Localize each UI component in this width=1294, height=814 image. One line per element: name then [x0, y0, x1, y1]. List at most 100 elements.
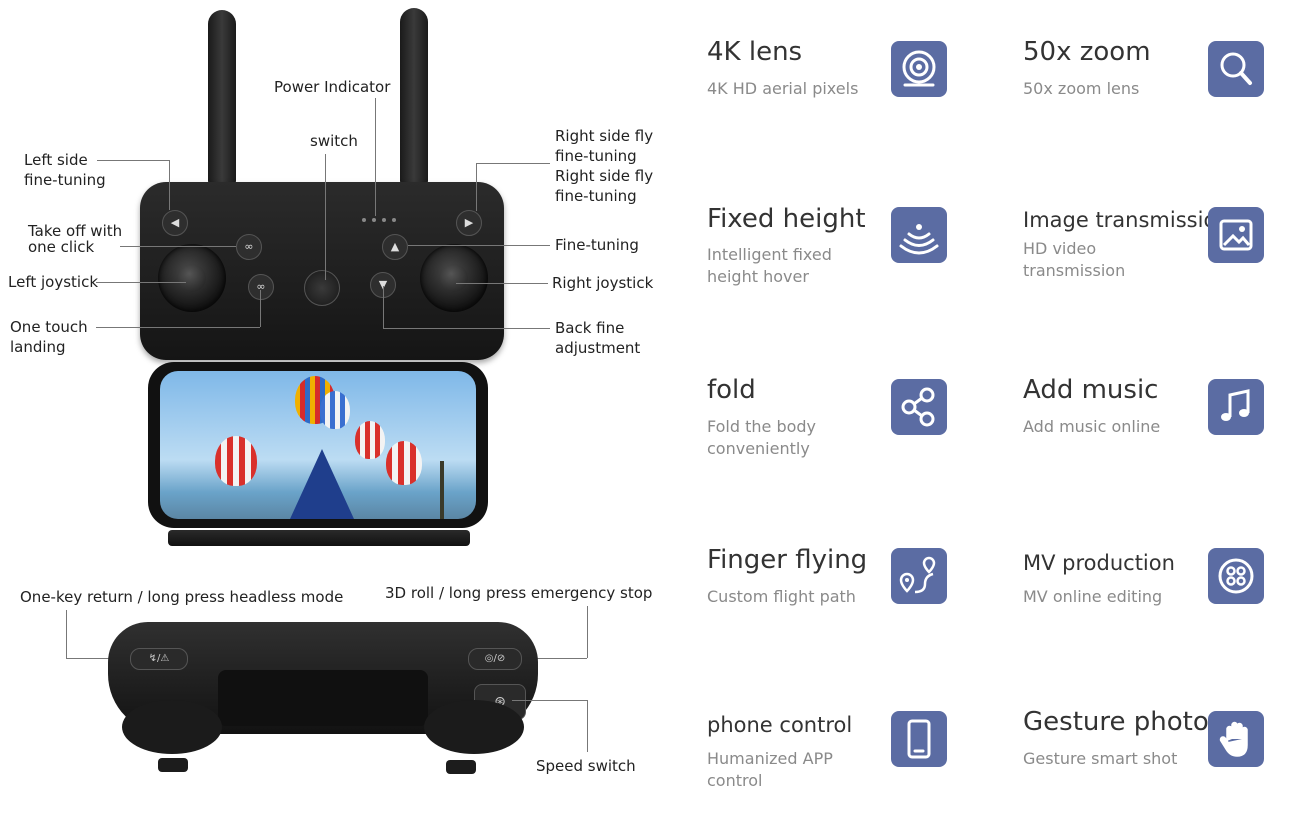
right-grip: [424, 700, 524, 754]
callout-3d-roll: 3D roll / long press emergency stop: [385, 584, 653, 602]
feature-title: fold: [707, 375, 756, 405]
hand-icon: [1208, 711, 1264, 767]
leader-line: [325, 154, 326, 280]
callout-fine-tuning: Fine-tuning: [555, 236, 639, 254]
share-icon: [891, 379, 947, 435]
callout-switch: switch: [310, 132, 358, 150]
feature-desc: Intelligent fixed height hover: [707, 245, 832, 286]
leader-line: [169, 160, 170, 210]
callout-right-side-fly-2: Right side fly: [555, 167, 654, 185]
left-stick-bottom: [158, 758, 188, 772]
balloon: [386, 441, 422, 485]
callout-speed-switch: Speed switch: [536, 757, 636, 775]
right-antenna: [400, 8, 428, 185]
power-indicator-led: [382, 218, 386, 222]
feature-desc: MV online editing: [1023, 587, 1163, 606]
camera-icon: [891, 41, 947, 97]
power-indicator-led: [362, 218, 366, 222]
feature-title: phone control: [707, 713, 853, 737]
right-stick-bottom: [446, 760, 476, 774]
power-indicator-led: [372, 218, 376, 222]
feature-desc: 4K HD aerial pixels: [707, 79, 859, 98]
leader-line: [476, 163, 477, 211]
feature-desc: HD video transmission: [1023, 239, 1126, 280]
leader-line: [383, 286, 384, 328]
feature-desc: Add music online: [1023, 417, 1161, 436]
callout-back-2: adjustment: [555, 339, 641, 357]
smartphone-icon: [891, 711, 947, 767]
feature-desc: Humanized APP control: [707, 749, 833, 790]
leader-line: [96, 327, 260, 328]
callout-left-fine: fine-tuning: [24, 171, 106, 189]
leader-line: [375, 98, 376, 216]
leader-line: [260, 290, 261, 327]
feature-desc: Gesture smart shot: [1023, 749, 1178, 768]
leader-line: [383, 328, 550, 329]
leader-line: [120, 246, 236, 247]
feature-desc: Custom flight path: [707, 587, 856, 606]
callout-power-indicator: Power Indicator: [274, 78, 391, 96]
callout-right-fine-2: fine-tuning: [555, 187, 637, 205]
feature-title: 50x zoom: [1023, 37, 1151, 67]
feature-title: Image transmission: [1023, 208, 1230, 232]
takeoff-button[interactable]: ∞: [236, 234, 262, 260]
emergency-stop-button[interactable]: ◎/⊘: [468, 648, 522, 670]
feature-desc: Fold the body conveniently: [707, 417, 817, 458]
right-trim-button[interactable]: ▶: [456, 210, 482, 236]
signal-icon: [891, 207, 947, 263]
right-joystick[interactable]: [420, 244, 488, 312]
power-indicator-led: [392, 218, 396, 222]
left-joystick[interactable]: [158, 244, 226, 312]
leader-line: [500, 658, 587, 659]
callout-landing-1: One touch: [10, 318, 88, 336]
flag-balloon: [290, 449, 354, 519]
callout-landing-2: landing: [10, 338, 66, 356]
phone-holder-base: [168, 530, 470, 546]
callout-left-side: Left side: [24, 151, 88, 169]
smartphone: [148, 362, 488, 528]
feature-title: Gesture photo: [1023, 707, 1209, 737]
phone-clamp: [218, 670, 428, 726]
feature-title: Finger flying: [707, 545, 868, 575]
callout-back-1: Back fine: [555, 319, 625, 337]
leader-line: [456, 283, 548, 284]
leader-line: [512, 700, 587, 701]
callout-right-side-fly-1: Right side fly: [555, 127, 654, 145]
landing-button[interactable]: ∞: [248, 274, 274, 300]
callout-right-joystick: Right joystick: [552, 274, 654, 292]
callout-left-joystick: Left joystick: [8, 273, 99, 291]
up-trim-button[interactable]: ▲: [382, 234, 408, 260]
image-icon: [1208, 207, 1264, 263]
leader-line: [587, 606, 588, 658]
left-trim-button[interactable]: ◀: [162, 210, 188, 236]
film-reel-icon: [1208, 548, 1264, 604]
balloon: [320, 391, 350, 429]
balloon: [215, 436, 257, 486]
callout-takeoff-1: Take off with: [28, 222, 123, 240]
feature-title: MV production: [1023, 551, 1175, 575]
power-switch[interactable]: [304, 270, 340, 306]
balloon: [355, 421, 385, 459]
feature-title: Fixed height: [707, 204, 866, 234]
feature-title: 4K lens: [707, 37, 803, 67]
left-antenna: [208, 10, 236, 185]
palm-tree: [440, 461, 444, 519]
headless-mode-button[interactable]: ↯/⚠: [130, 648, 188, 670]
feature-title: Add music: [1023, 375, 1159, 405]
leader-line: [587, 700, 588, 752]
callout-right-fine-1: fine-tuning: [555, 147, 637, 165]
route-icon: [891, 548, 947, 604]
leader-line: [97, 160, 169, 161]
leader-line: [66, 610, 67, 658]
callout-one-key-return: One-key return / long press headless mod…: [20, 588, 344, 606]
left-grip: [122, 700, 222, 754]
leader-line: [96, 282, 186, 283]
phone-screen: [160, 371, 476, 519]
magnifier-icon: [1208, 41, 1264, 97]
leader-line: [476, 163, 550, 164]
feature-desc: 50x zoom lens: [1023, 79, 1140, 98]
leader-line: [408, 245, 550, 246]
controller-front: ◀ ▶ ∞ ▲ ∞ ▼: [140, 182, 504, 360]
callout-takeoff-2: one click: [28, 238, 95, 256]
music-note-icon: [1208, 379, 1264, 435]
